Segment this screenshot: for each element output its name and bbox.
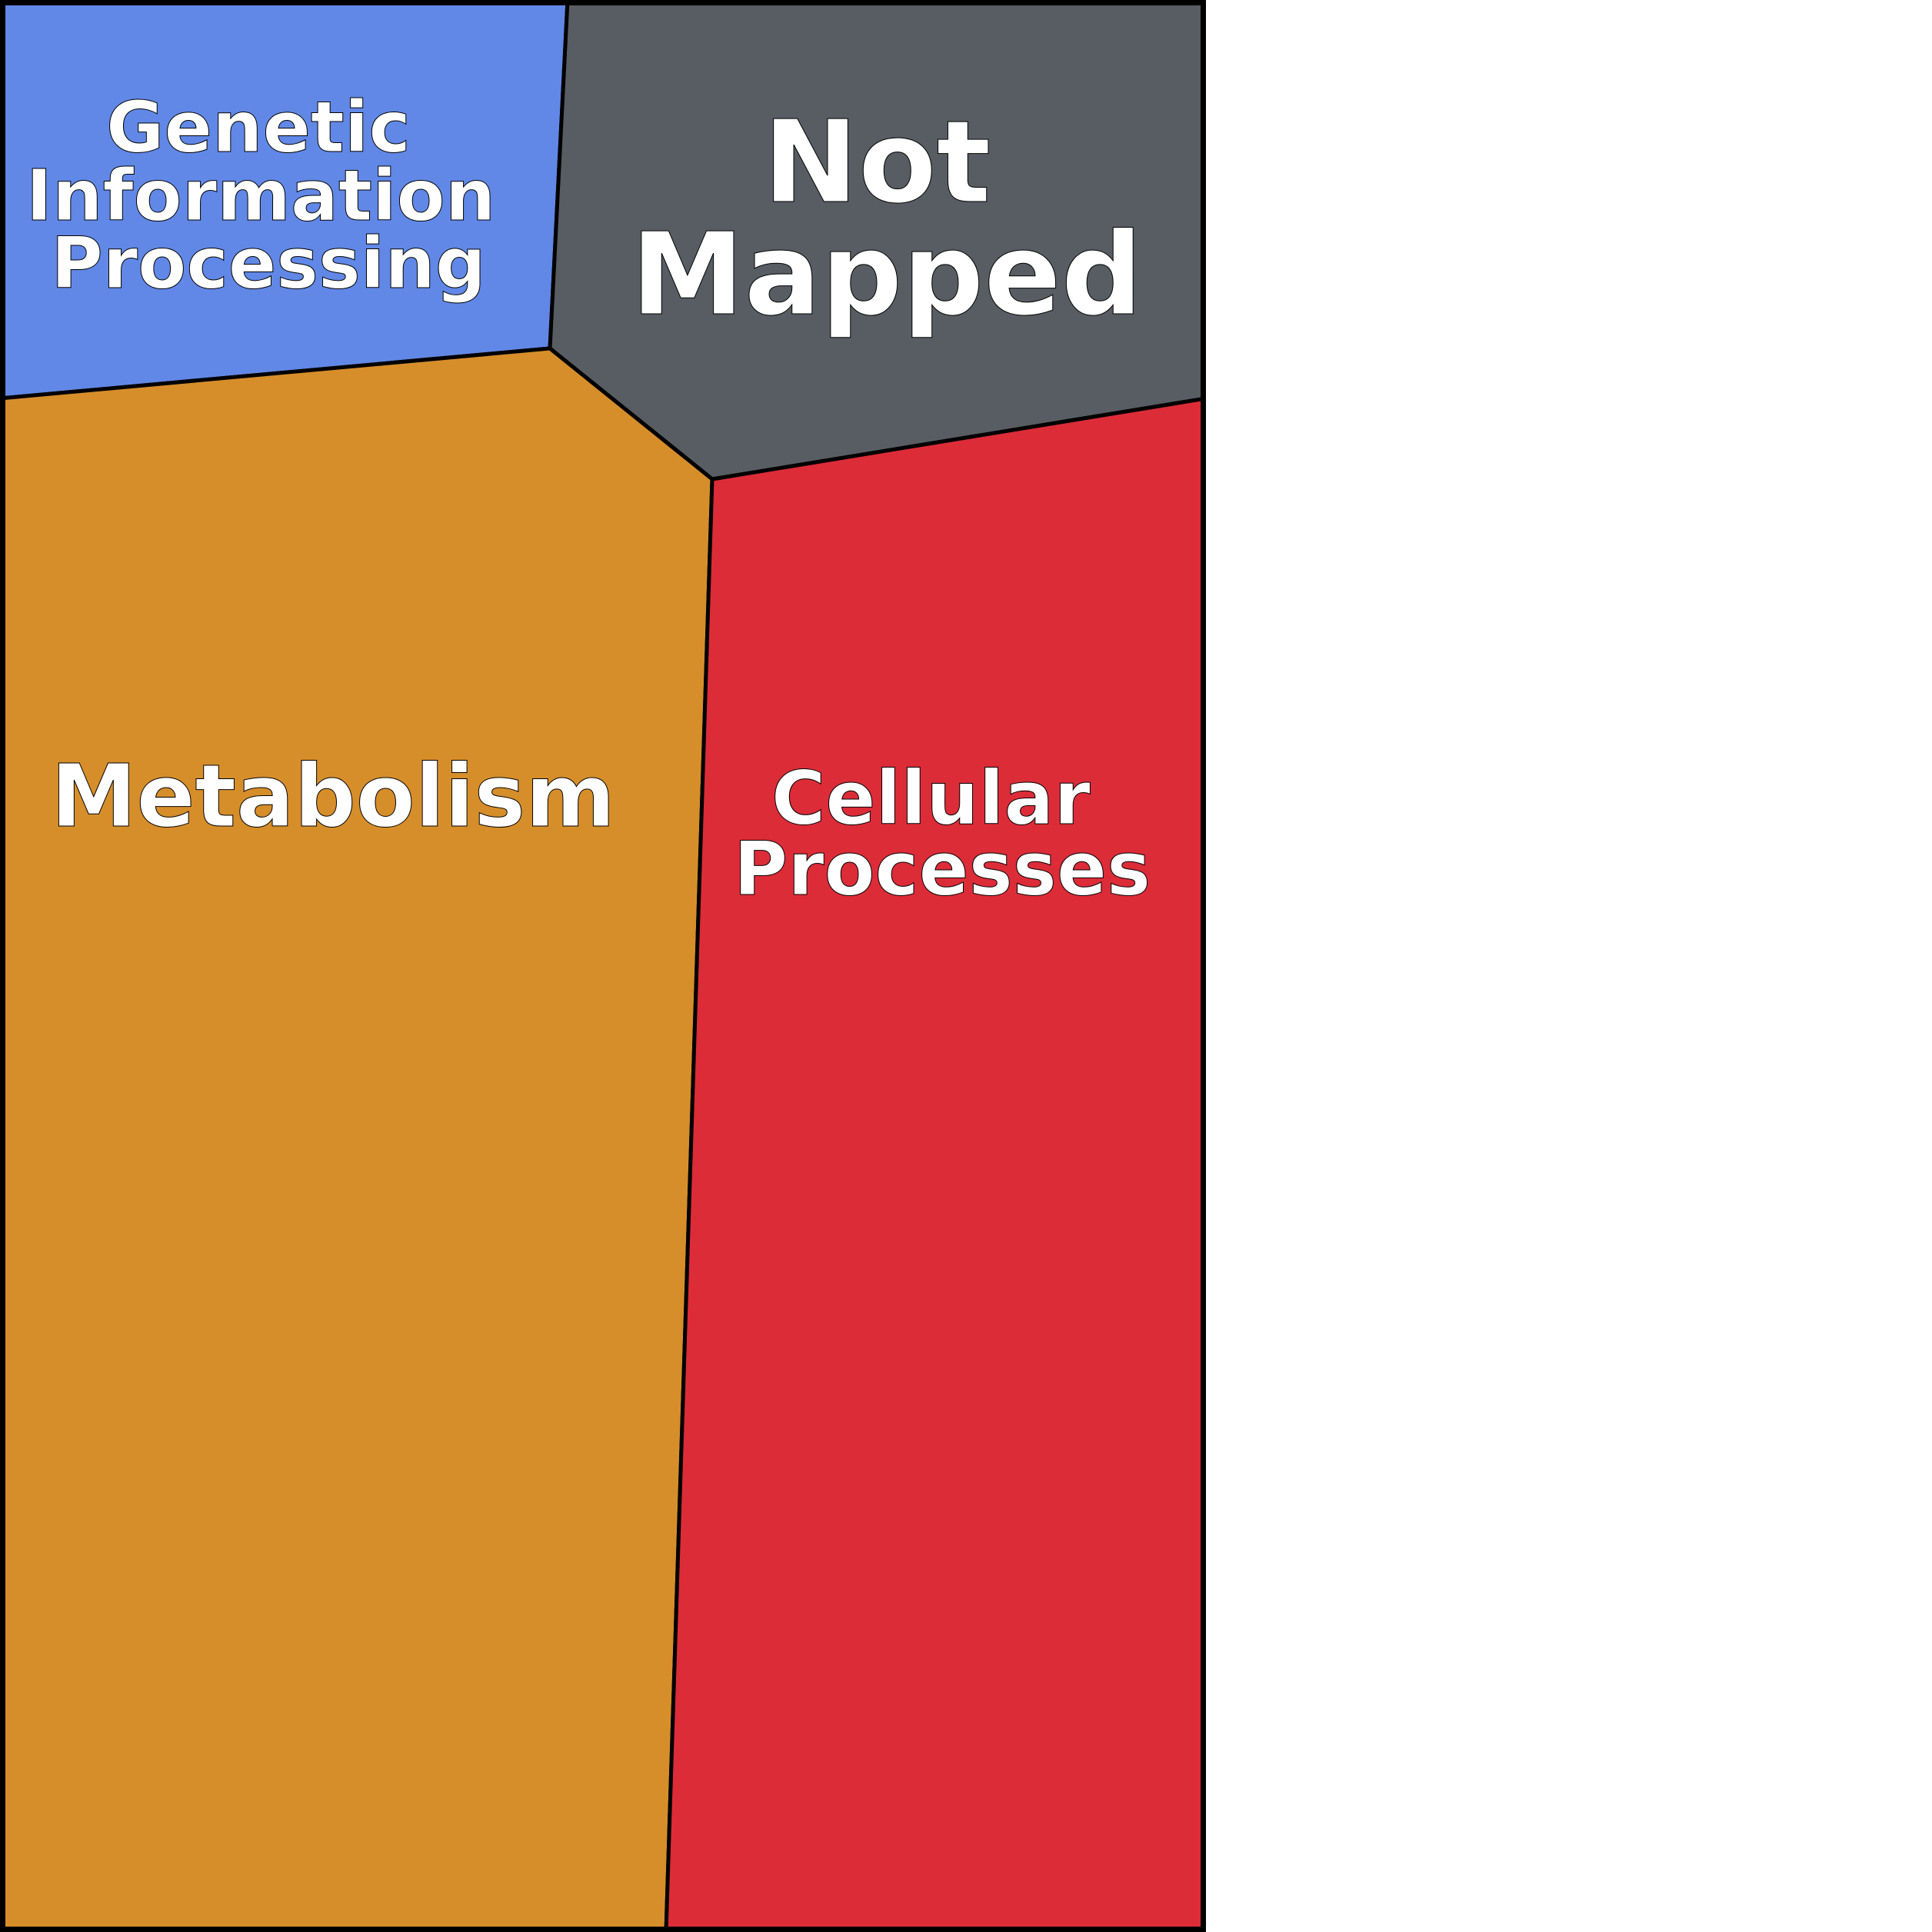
label-not-mapped: Not Mapped	[631, 96, 1142, 341]
label-cellular-processes: Cellular Processes	[734, 755, 1151, 912]
cell-cellular-processes	[664, 396, 1206, 1932]
outer-border	[0, 0, 1206, 1932]
label-metabolism: Metabolism	[51, 747, 615, 847]
cell-metabolism	[0, 346, 715, 1932]
label-genetic-information-processing: Genetic Information Processing	[26, 86, 521, 305]
voronoi-treemap: Genetic Information Processing Not Mappe…	[0, 0, 1206, 1932]
